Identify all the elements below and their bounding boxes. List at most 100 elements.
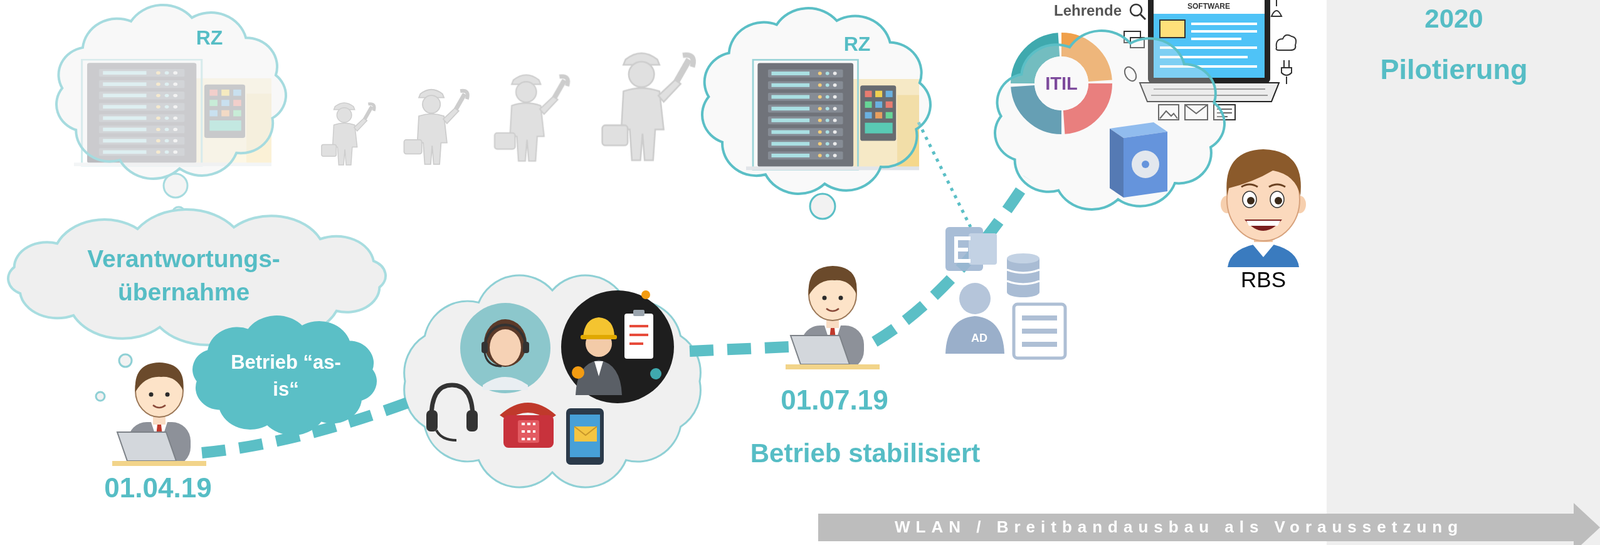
helpdesk-icons-part [580, 334, 617, 340]
laptop-icon-part [1153, 0, 1265, 14]
avatar-part [1211, 141, 1312, 268]
node-text: ITIL [1045, 72, 1078, 95]
text-anchor: Betrieb “as-is“ [229, 348, 343, 404]
helpdesk-icons-part [566, 408, 604, 465]
helpdesk-icons-part [521, 423, 536, 439]
helpdesk-icons-part [583, 317, 615, 338]
avatar-part [1242, 191, 1257, 208]
datacenter-cloud: RZ [56, 5, 286, 179]
person-figure [785, 265, 880, 370]
timeline-path-part [874, 178, 1029, 342]
text-anchor: 01.04.19 [104, 471, 212, 505]
helpdesk-icons-part [624, 313, 654, 359]
text-anchor: Verantwortungs- übernahme [87, 242, 281, 309]
itil-cloud: LehrendeSOFTWAREITIL [994, 30, 1225, 210]
dotted-link [918, 122, 971, 227]
helpdesk-icons-part [460, 302, 551, 394]
worker-row-part [494, 74, 569, 161]
worker-row [321, 53, 694, 165]
directory-icons-part [1021, 317, 1058, 345]
laptop-icon-part [1159, 20, 1185, 38]
person-name: RBS [1240, 266, 1286, 293]
helpdesk-icons-part [431, 384, 473, 418]
directory-icons-part [1006, 258, 1040, 293]
directory-icons-part [959, 282, 991, 315]
laptop-icon-part [1281, 60, 1292, 85]
avatar-part [1270, 191, 1285, 208]
text-anchor: AD [971, 331, 988, 346]
helpdesk-icons-part [484, 352, 502, 367]
thought-bubbles-part [810, 193, 836, 219]
text-anchor: WLAN / Breitbandausbau als Voraussetzung [894, 517, 1464, 537]
node-text: 2020 [1424, 3, 1483, 35]
thought-bubbles-part [95, 391, 105, 401]
text-anchor: ITIL [1045, 72, 1078, 95]
helpdesk-icons-part [575, 359, 622, 395]
arrow-body [818, 502, 1600, 545]
node-text: RZ [843, 31, 871, 56]
avatar-part [1227, 242, 1300, 268]
icon-label: AD [971, 331, 988, 346]
cloud-shape [193, 316, 376, 434]
cloud-shape [56, 5, 286, 179]
helpdesk-icons [426, 290, 674, 465]
directory-icons-part [945, 315, 1005, 354]
directory-icons-part [1006, 269, 1040, 285]
milestone-date: 01.07.19 [780, 383, 888, 417]
helpdesk-icons-part [485, 324, 526, 347]
directory-icons-part [1013, 304, 1066, 358]
datacenter-cloud: RZ [702, 8, 931, 194]
prerequisite-arrow: WLAN / Breitbandausbau als Voraussetzung [818, 504, 1600, 545]
helpdesk-icons-part [481, 341, 488, 353]
directory-icons-part [956, 238, 971, 261]
cloud-outline [994, 30, 1225, 210]
helpdesk-icons-part [633, 309, 645, 316]
directory-icons-part [1006, 253, 1040, 264]
laptop-icon-part [1276, 35, 1297, 51]
helpdesk-icons-part [466, 410, 478, 432]
helpdesk-icons-part [571, 366, 585, 379]
node-text: WLAN / Breitbandausbau als Voraussetzung [894, 517, 1464, 537]
helpdesk-icons-part [436, 430, 457, 441]
text-anchor: 2020 [1424, 3, 1483, 35]
thought-bubbles-part [119, 354, 132, 367]
text-anchor: SOFTWARE [1187, 1, 1231, 11]
directory-icons-part [1006, 287, 1040, 298]
avatar-part [1250, 242, 1276, 258]
node-text: SOFTWARE [1187, 1, 1231, 11]
worker-row-part [321, 102, 375, 165]
node-text: Verantwortungs- übernahme [87, 242, 281, 309]
worker-row-part [602, 53, 694, 161]
worker-row-part [403, 89, 468, 165]
helpdesk-icons-part [517, 420, 540, 443]
laptop-icon-part [1271, 0, 1282, 17]
helpdesk-icons-part [574, 426, 597, 436]
helpdesk-icons-part [650, 368, 662, 380]
helpdesk-icons-part [594, 361, 604, 377]
cloud-outline [56, 5, 286, 179]
thought-cloud: Betrieb “as-is“ [193, 316, 376, 434]
person-figure [112, 362, 207, 466]
text-anchor: Betrieb stabilisiert [750, 437, 980, 469]
avatar-part [1246, 220, 1281, 226]
laptop-icon-part [1140, 14, 1146, 20]
milestone-date: 01.04.19 [104, 471, 212, 505]
text-anchor: 01.07.19 [780, 383, 888, 417]
helpdesk-icons-part [629, 326, 649, 344]
avatar-part [1226, 149, 1301, 196]
helpdesk-icons-part [489, 329, 522, 366]
helpdesk-icons-part [482, 376, 528, 390]
text-anchor: Lehrende [1053, 1, 1122, 21]
helpdesk-icons-part [503, 415, 554, 448]
helpdesk-icons-part [569, 414, 600, 458]
node-text: RZ [196, 25, 224, 50]
node-text: Pilotierung [1380, 52, 1528, 87]
avatar-part [1244, 219, 1283, 231]
laptop-icon-part [1130, 4, 1142, 16]
helpdesk-icons-part [574, 426, 597, 442]
directory-icons-part [968, 233, 997, 265]
directory-icons [945, 226, 1066, 358]
cloud-outline [702, 8, 931, 194]
avatar-part [1241, 184, 1286, 187]
